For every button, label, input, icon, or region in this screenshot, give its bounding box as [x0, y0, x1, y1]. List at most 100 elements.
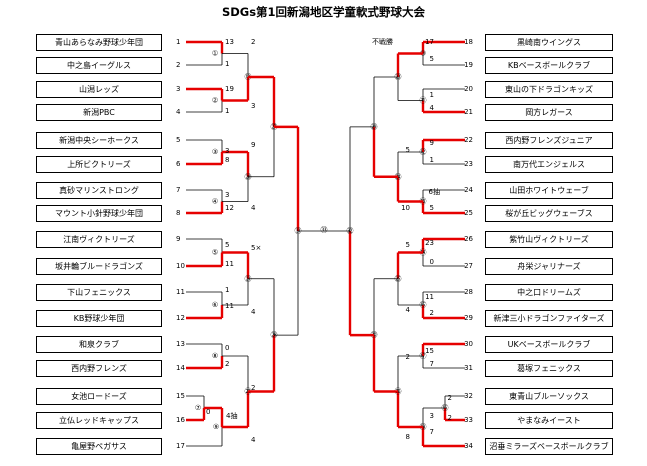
score-label: 10 [401, 204, 410, 212]
left-team-box: 坂井輪ブルードラゴンズ [36, 258, 162, 275]
left-match-number: ④ [212, 198, 218, 206]
right-team-box: UKベースボールクラブ [485, 336, 613, 353]
left-team-box: 亀屋野ペガサス [36, 438, 162, 455]
right-team-box: 中之口ドリームズ [485, 284, 613, 301]
left-team-seed: 14 [176, 364, 185, 372]
left-team-seed: 9 [176, 235, 180, 243]
left-team-box: KB野球少年団 [36, 310, 162, 327]
score-label: 2 [448, 394, 452, 402]
score-label: 12 [225, 204, 234, 212]
score-label: 2 [448, 414, 452, 422]
right-team-box: 紫竹山ヴィクトリーズ [485, 231, 613, 248]
score-label: 13 [225, 38, 234, 46]
right-team-seed: 23 [464, 160, 473, 168]
right-team-box: 葛塚フェニックス [485, 360, 613, 377]
right-team-box: 岡方レガース [485, 104, 613, 121]
score-label: 9 [430, 139, 434, 147]
score-label: 5 [430, 204, 434, 212]
left-team-box: 女池ロードーズ [36, 388, 162, 405]
right-team-box: 沼垂ミラーズベースボールクラブ [485, 438, 613, 455]
left-match-number: ① [212, 50, 218, 58]
page-title: SDGs第1回新潟地区学童軟式野球大会 [221, 5, 426, 19]
right-team-seed: 26 [464, 235, 473, 243]
right-team-box: 山田ホワイトウェーブ [485, 182, 613, 199]
score-label: 17 [425, 38, 434, 46]
left-team-box: 立仏レッドキャップス [36, 412, 162, 429]
score-label: 1 [225, 107, 229, 115]
score-label: 2 [225, 360, 229, 368]
lottery-note: 4抽 [226, 411, 237, 420]
walkover-note: 不戦勝 [372, 37, 393, 46]
right-team-box: 東山の下ドラゴンキッズ [485, 81, 613, 98]
left-team-seed: 13 [176, 340, 185, 348]
right-team-seed: 27 [464, 262, 473, 270]
score-label: 19 [225, 85, 234, 93]
right-team-seed: 21 [464, 108, 473, 116]
right-team-seed: 20 [464, 85, 473, 93]
left-team-seed: 15 [176, 392, 185, 400]
center-match-number: ㉝ [321, 226, 328, 234]
right-team-seed: 29 [464, 314, 473, 322]
right-team-seed: 32 [464, 392, 473, 400]
left-team-seed: 1 [176, 38, 180, 46]
right-team-seed: 33 [464, 416, 473, 424]
right-team-box: やまなみイースト [485, 412, 613, 429]
score-label: 5 [406, 241, 410, 249]
right-team-seed: 22 [464, 136, 473, 144]
left-team-seed: 11 [176, 288, 185, 296]
left-team-box: 新潟中央シーホークス [36, 132, 162, 149]
score-label: 3 [225, 191, 229, 199]
score-label: 5 [406, 146, 410, 154]
left-team-box: 真砂マリンストロング [36, 182, 162, 199]
score-label: 15 [425, 347, 434, 355]
left-team-box: マウント小針野球少年団 [36, 205, 162, 222]
right-team-seed: 28 [464, 288, 473, 296]
right-team-box: 舟栄ジャリナーズ [485, 258, 613, 275]
left-team-seed: 12 [176, 314, 185, 322]
left-team-box: 青山あらなみ野球少年団 [36, 34, 162, 51]
score-label: 5× [251, 244, 261, 252]
score-label: 11 [225, 302, 234, 310]
left-team-seed: 8 [176, 209, 180, 217]
left-team-seed: 3 [176, 85, 180, 93]
right-team-seed: 34 [464, 442, 473, 450]
score-label: 1 [430, 156, 434, 164]
score-label: 2 [430, 309, 434, 317]
score-label: 8 [406, 433, 410, 441]
score-label: 0 [206, 408, 210, 416]
right-team-seed: 24 [464, 186, 473, 194]
score-label: 9 [251, 141, 255, 149]
score-label: 0 [430, 258, 434, 266]
score-label: 4 [251, 436, 256, 444]
left-team-box: 江南ヴィクトリーズ [36, 231, 162, 248]
right-team-box: 西内野フレンズジュニア [485, 132, 613, 149]
right-team-box: 黒崎南ウイングス [485, 34, 613, 51]
score-label: 5 [430, 55, 434, 63]
score-label: 4 [251, 308, 256, 316]
left-team-box: 新潟PBC [36, 104, 162, 121]
score-label: 11 [225, 260, 234, 268]
score-label: 7 [430, 428, 434, 436]
score-label: 2 [251, 384, 255, 392]
left-match-number: ⑤ [212, 249, 218, 257]
score-label: 4 [406, 306, 411, 314]
score-label: 4 [430, 104, 435, 112]
left-team-seed: 4 [176, 108, 181, 116]
left-match-number: ③ [212, 148, 218, 156]
left-team-seed: 2 [176, 61, 180, 69]
right-team-box: 東青山ブルーソックス [485, 388, 613, 405]
left-team-box: 下山フェニックス [36, 284, 162, 301]
left-team-seed: 17 [176, 442, 185, 450]
lottery-note: 6抽 [429, 187, 440, 196]
right-team-box: 新津三小ドラゴンファイターズ [485, 310, 613, 327]
score-label: 1 [225, 286, 229, 294]
score-label: 7 [430, 360, 434, 368]
right-team-seed: 19 [464, 61, 473, 69]
left-team-box: 和泉クラブ [36, 336, 162, 353]
right-team-seed: 30 [464, 340, 473, 348]
score-label: 1 [430, 91, 434, 99]
left-team-seed: 16 [176, 416, 185, 424]
score-label: 2 [406, 353, 410, 361]
score-label: 5 [225, 241, 229, 249]
